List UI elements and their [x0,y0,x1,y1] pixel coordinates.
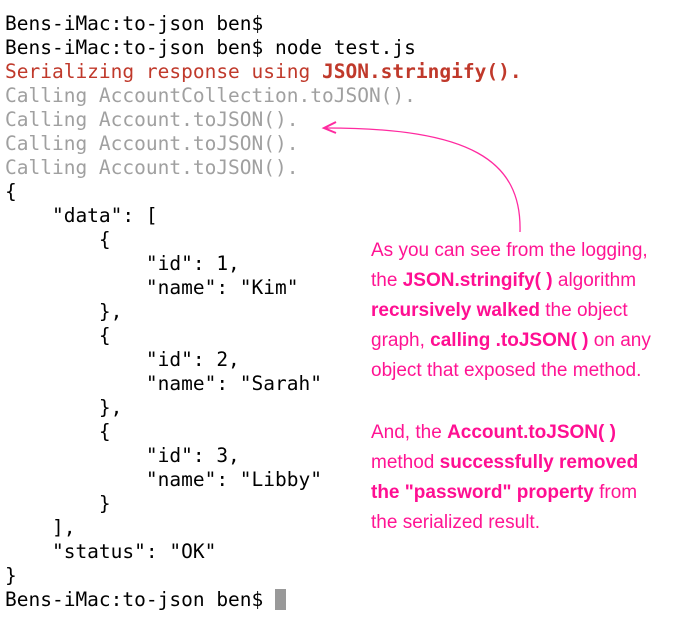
annotation-line: As you can see from the logging, [371,236,651,266]
annotation-text: the [371,270,403,291]
terminal-text: Bens-iMac:to-json ben$ node test.js [5,36,416,59]
annotation-text: the serialized result. [371,512,540,533]
annotation-text: on any [588,330,651,351]
terminal-text: Serializing response using [5,60,322,83]
terminal-text: "name": "Kim" [5,276,299,299]
terminal-text: } [5,492,111,515]
annotation-line: And, the Account.toJSON( ) [371,418,651,448]
terminal-cursor[interactable] [275,589,287,610]
terminal-text: "id": 2, [5,348,240,371]
terminal-line: Bens-iMac:to-json ben$ [5,12,522,36]
annotation-text: object that exposed the method. [371,360,642,381]
annotation-emphasis: recursively walked [371,300,540,321]
annotation-paragraph: And, the Account.toJSON( )method success… [371,418,651,538]
terminal-text: "id": 3, [5,444,240,467]
annotation-emphasis: calling .toJSON( ) [430,330,589,351]
terminal-text: JSON.stringify(). [321,60,522,83]
terminal-line: } [5,492,522,516]
arrow-head-icon [321,121,337,134]
terminal-line: "data": [ [5,204,522,228]
terminal-text: }, [5,396,123,419]
terminal-text: "status": "OK" [5,540,217,563]
annotation-text: the object [540,300,628,321]
annotation-text: As you can see from the logging, [371,240,648,261]
annotation-text: method [371,452,440,473]
terminal-text: } [5,564,17,587]
terminal-line: ], [5,516,522,540]
terminal-line: Calling Account.toJSON(). [5,132,522,156]
terminal-line: Calling Account.toJSON(). [5,108,522,132]
terminal-text: { [5,420,111,443]
annotation-text: graph, [371,330,431,351]
terminal-line: { [5,324,522,348]
terminal-line: { [5,180,522,204]
terminal-text: Bens-iMac:to-json ben$ [5,12,264,35]
terminal-text: Calling Account.toJSON(). [5,108,299,131]
terminal-text: Bens-iMac:to-json ben$ [5,588,276,611]
terminal-line: }, [5,300,522,324]
annotation-line: the JSON.stringify( ) algorithm [371,266,651,296]
terminal-line: "name": "Libby" [5,468,522,492]
terminal-line: }, [5,396,522,420]
terminal-text: { [5,180,17,203]
terminal-line: Bens-iMac:to-json ben$ node test.js [5,36,522,60]
arrow-curve [325,127,521,233]
annotation-paragraph: As you can see from the logging, the JSON… [371,236,651,386]
terminal-output: Bens-iMac:to-json ben$Bens-iMac:to-json … [5,0,522,612]
terminal-line: "name": "Kim" [5,276,522,300]
terminal-line: { [5,420,522,444]
annotation-line: graph, calling .toJSON( ) on any [371,326,651,356]
terminal-text: Calling Account.toJSON(). [5,156,299,179]
terminal-text: { [5,228,111,251]
terminal-line: { [5,228,522,252]
terminal-line: "name": "Sarah" [5,372,522,396]
annotation-line: method successfully removed [371,448,651,478]
terminal-text: ], [5,516,76,539]
terminal-text: Calling AccountCollection.toJSON(). [5,84,416,107]
annotation-emphasis: Account.toJSON( ) [447,422,616,443]
annotation-text: And, the [371,422,448,443]
terminal-line: Calling AccountCollection.toJSON(). [5,84,522,108]
terminal-text: "id": 1, [5,252,240,275]
terminal-text: }, [5,300,123,323]
terminal-text: "data": [ [5,204,158,227]
terminal-line: "id": 3, [5,444,522,468]
terminal-line: "status": "OK" [5,540,522,564]
terminal-line: Bens-iMac:to-json ben$ [5,588,522,612]
annotation-text: from [593,482,638,503]
annotation-line: the serialized result. [371,508,651,538]
terminal-text: "name": "Libby" [5,468,322,491]
terminal-line: Serializing response using JSON.stringif… [5,60,522,84]
terminal-text: { [5,324,111,347]
annotation-text: algorithm [552,270,637,291]
annotation-line: object that exposed the method. [371,356,651,386]
terminal-text: "name": "Sarah" [5,372,322,395]
annotation-note: As you can see from the logging, the JSON… [371,236,651,538]
annotation-line: the "password" property from [371,478,651,508]
annotation-line: recursively walked the object [371,296,651,326]
terminal-line: Calling Account.toJSON(). [5,156,522,180]
terminal-line: "id": 2, [5,348,522,372]
annotation-emphasis: JSON.stringify( ) [402,270,553,291]
annotation-emphasis: successfully removed [439,452,639,473]
annotation-emphasis: the "password" property [371,482,594,503]
terminal-line: "id": 1, [5,252,522,276]
terminal-line: } [5,564,522,588]
terminal-text: Calling Account.toJSON(). [5,132,299,155]
